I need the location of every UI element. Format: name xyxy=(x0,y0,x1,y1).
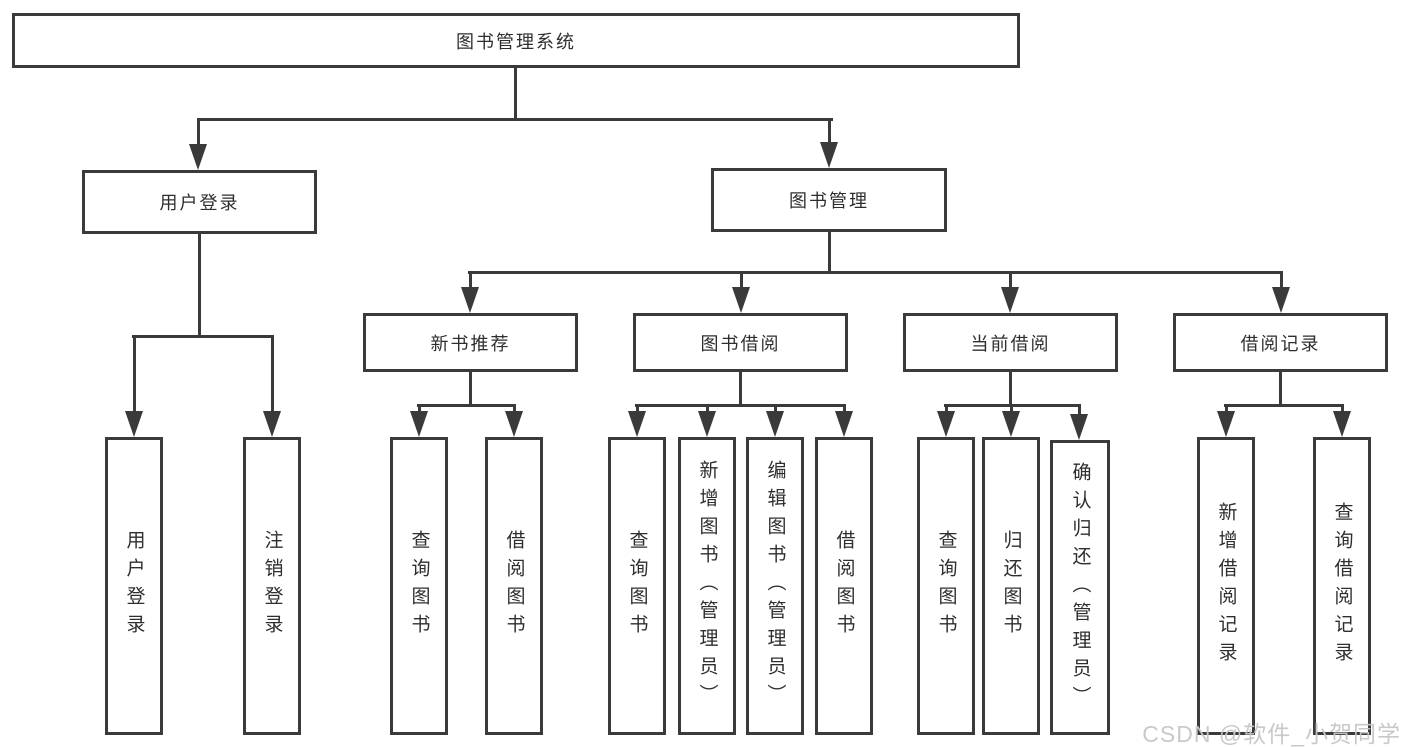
node-root-system: 图书管理系统 xyxy=(12,13,1020,68)
connector-line xyxy=(197,118,833,121)
connector-line xyxy=(198,234,201,335)
node-borrowing-records: 借阅记录 xyxy=(1173,313,1388,372)
connector-line xyxy=(469,271,472,289)
arrow-down-icon xyxy=(835,411,853,437)
leaf-edit-books-admin: 编辑图书（管理员） xyxy=(746,437,804,735)
connector-line xyxy=(469,372,472,404)
leaf-add-books-admin: 新增图书（管理员） xyxy=(678,437,736,735)
arrow-down-icon xyxy=(732,287,750,313)
connector-line xyxy=(133,335,136,413)
connector-line xyxy=(1225,404,1228,413)
arrow-down-icon xyxy=(461,287,479,313)
arrow-down-icon xyxy=(125,411,143,437)
csdn-watermark: CSDN @软件_小贺同学 xyxy=(1142,721,1401,747)
connector-line xyxy=(774,404,777,413)
connector-line xyxy=(1280,271,1283,289)
connector-line xyxy=(706,404,709,413)
node-label: 编辑图书（管理员） xyxy=(764,460,786,712)
arrow-down-icon xyxy=(1001,287,1019,313)
leaf-user-login: 用户登录 xyxy=(105,437,163,735)
node-label: 查询图书 xyxy=(626,530,648,642)
connector-line xyxy=(418,404,421,413)
node-label: 借阅图书 xyxy=(503,530,525,642)
connector-line xyxy=(1224,404,1344,407)
node-user-login-branch: 用户登录 xyxy=(82,170,317,234)
leaf-add-borrow-record: 新增借阅记录 xyxy=(1197,437,1255,735)
node-label: 新书推荐 xyxy=(430,333,511,354)
leaf-return-books: 归还图书 xyxy=(982,437,1040,735)
connector-line xyxy=(828,232,831,271)
node-new-book-recommendation: 新书推荐 xyxy=(363,313,578,372)
leaf-query-borrow-record: 查询借阅记录 xyxy=(1313,437,1371,735)
node-book-borrowing: 图书借阅 xyxy=(633,313,848,372)
arrow-down-icon xyxy=(698,411,716,437)
node-label: 查询图书 xyxy=(935,530,957,642)
leaf-confirm-return-admin: 确认归还（管理员） xyxy=(1050,440,1110,735)
node-label: 图书借阅 xyxy=(700,333,781,354)
node-label: 确认归还（管理员） xyxy=(1069,461,1091,714)
node-current-borrowing: 当前借阅 xyxy=(903,313,1118,372)
node-label: 当前借阅 xyxy=(970,333,1051,354)
node-label: 查询借阅记录 xyxy=(1331,502,1353,670)
arrow-down-icon xyxy=(1070,414,1088,440)
node-label: 注销登录 xyxy=(261,530,283,642)
connector-line xyxy=(197,118,200,146)
connector-line xyxy=(828,118,831,144)
arrow-down-icon xyxy=(410,411,428,437)
node-book-management: 图书管理 xyxy=(711,168,947,232)
connector-line xyxy=(417,404,516,407)
node-label: 借阅记录 xyxy=(1240,333,1321,354)
arrow-down-icon xyxy=(820,142,838,168)
node-label: 新增借阅记录 xyxy=(1215,502,1237,670)
arrow-down-icon xyxy=(505,411,523,437)
arrow-down-icon xyxy=(189,144,207,170)
connector-line xyxy=(1009,372,1012,404)
connector-line xyxy=(1078,404,1081,416)
leaf-borrow-books-2: 借阅图书 xyxy=(815,437,873,735)
connector-line xyxy=(132,335,274,338)
node-label: 图书管理系统 xyxy=(456,31,576,52)
connector-line xyxy=(635,404,846,407)
arrow-down-icon xyxy=(263,411,281,437)
connector-line xyxy=(1279,372,1282,404)
node-label: 归还图书 xyxy=(1000,530,1022,642)
connector-line xyxy=(739,372,742,404)
node-label: 用户登录 xyxy=(123,530,145,642)
leaf-query-books-1: 查询图书 xyxy=(390,437,448,735)
node-label: 用户登录 xyxy=(159,193,240,213)
connector-line xyxy=(513,404,516,413)
connector-line xyxy=(636,404,639,413)
node-label: 图书管理 xyxy=(789,191,869,211)
connector-line xyxy=(740,271,743,289)
connector-line xyxy=(843,404,846,413)
connector-line xyxy=(468,271,1283,274)
arrow-down-icon xyxy=(1333,411,1351,437)
node-label: 借阅图书 xyxy=(833,530,855,642)
node-label: 新增图书（管理员） xyxy=(696,460,718,712)
leaf-query-books-3: 查询图书 xyxy=(917,437,975,735)
arrow-down-icon xyxy=(1272,287,1290,313)
connector-line xyxy=(1010,404,1013,413)
leaf-logout: 注销登录 xyxy=(243,437,301,735)
leaf-borrow-books-1: 借阅图书 xyxy=(485,437,543,735)
connector-line xyxy=(945,404,948,413)
arrow-down-icon xyxy=(1002,411,1020,437)
arrow-down-icon xyxy=(937,411,955,437)
connector-line xyxy=(514,68,517,118)
leaf-query-books-2: 查询图书 xyxy=(608,437,666,735)
connector-line xyxy=(271,335,274,413)
arrow-down-icon xyxy=(628,411,646,437)
node-label: 查询图书 xyxy=(408,530,430,642)
connector-line xyxy=(1009,271,1012,289)
arrow-down-icon xyxy=(766,411,784,437)
connector-line xyxy=(1341,404,1344,413)
arrow-down-icon xyxy=(1217,411,1235,437)
